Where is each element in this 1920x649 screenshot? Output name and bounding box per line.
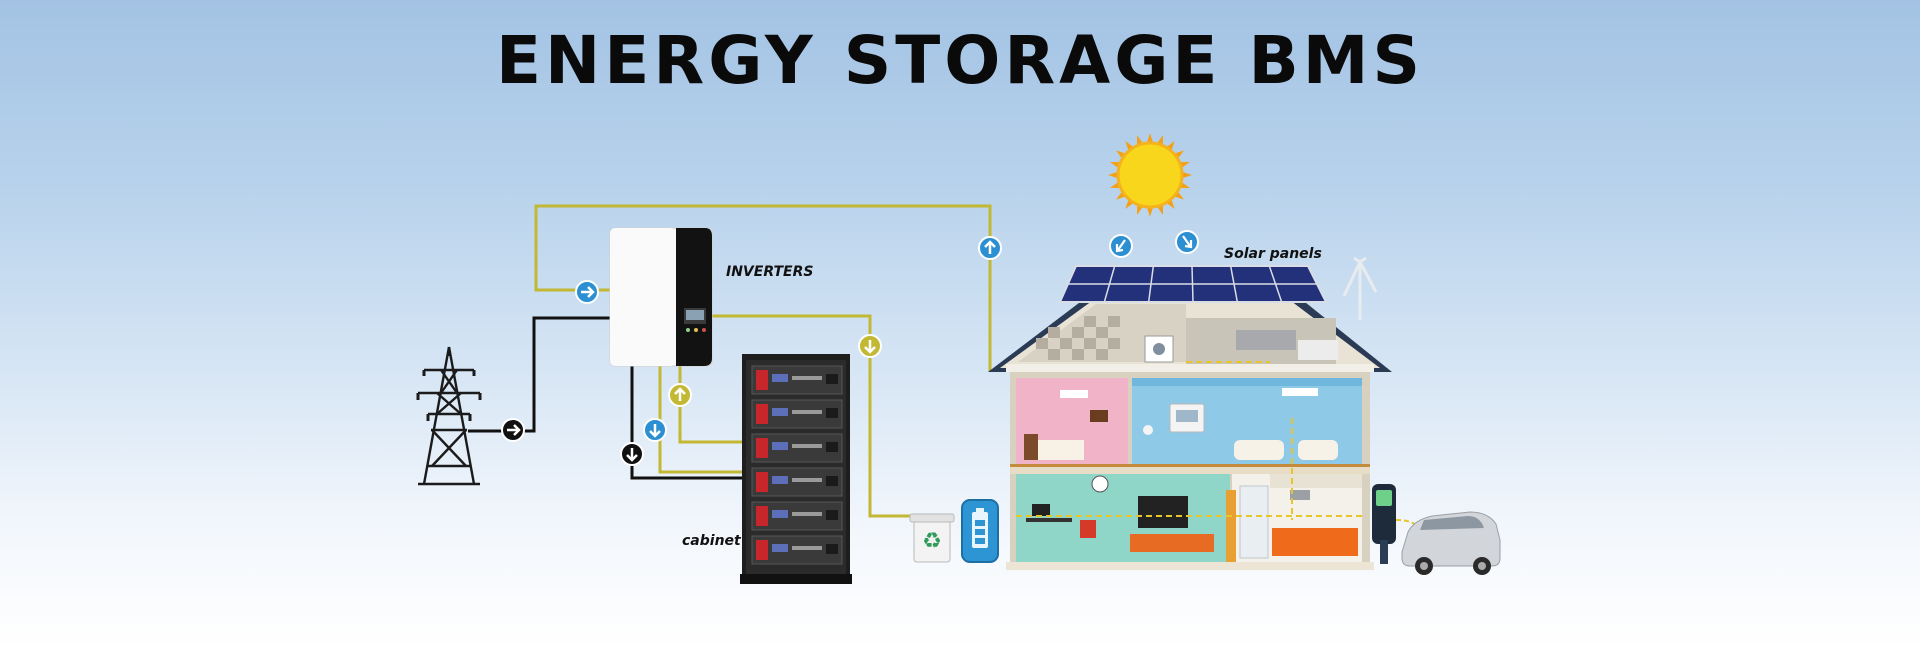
sun-arrow-1 <box>1109 234 1133 258</box>
arrow-badge-right <box>575 280 599 304</box>
recycle-bin-icon: ♻ <box>909 513 955 563</box>
battery-module <box>751 501 843 531</box>
ev-charger-icon <box>1372 484 1419 564</box>
solar-panels-label: Solar panels <box>1224 246 1322 262</box>
sun-icon <box>1108 133 1192 217</box>
grid-wires <box>468 316 742 480</box>
arrow-badge-grid <box>501 418 525 442</box>
battery-icon <box>961 499 999 563</box>
arrow-badge-up <box>978 236 1002 260</box>
battery-module <box>751 365 843 395</box>
cabinet-label: cabinet <box>682 533 741 549</box>
battery-module <box>751 467 843 497</box>
house-icon <box>988 265 1392 570</box>
inverters-label: INVERTERS <box>726 264 814 280</box>
arrow-badge-up-yellow <box>668 383 692 407</box>
svg-text:♻: ♻ <box>922 529 942 554</box>
solar-panels <box>1058 265 1328 303</box>
arrow-badge-down-yellow <box>858 334 882 358</box>
battery-module <box>751 399 843 429</box>
arrow-badge-down-black <box>620 442 644 466</box>
battery-module <box>751 535 843 565</box>
wind-turbine-icon <box>1342 256 1378 320</box>
arrow-badge-down-blue <box>643 418 667 442</box>
page-title: ENERGY STORAGE BMS <box>495 22 1425 99</box>
transmission-tower-icon <box>416 346 482 486</box>
battery-modules <box>751 365 843 565</box>
electric-car-icon <box>1401 511 1501 575</box>
sun-arrow-2 <box>1175 230 1199 254</box>
battery-module <box>751 433 843 463</box>
inverter-icon <box>609 227 713 367</box>
